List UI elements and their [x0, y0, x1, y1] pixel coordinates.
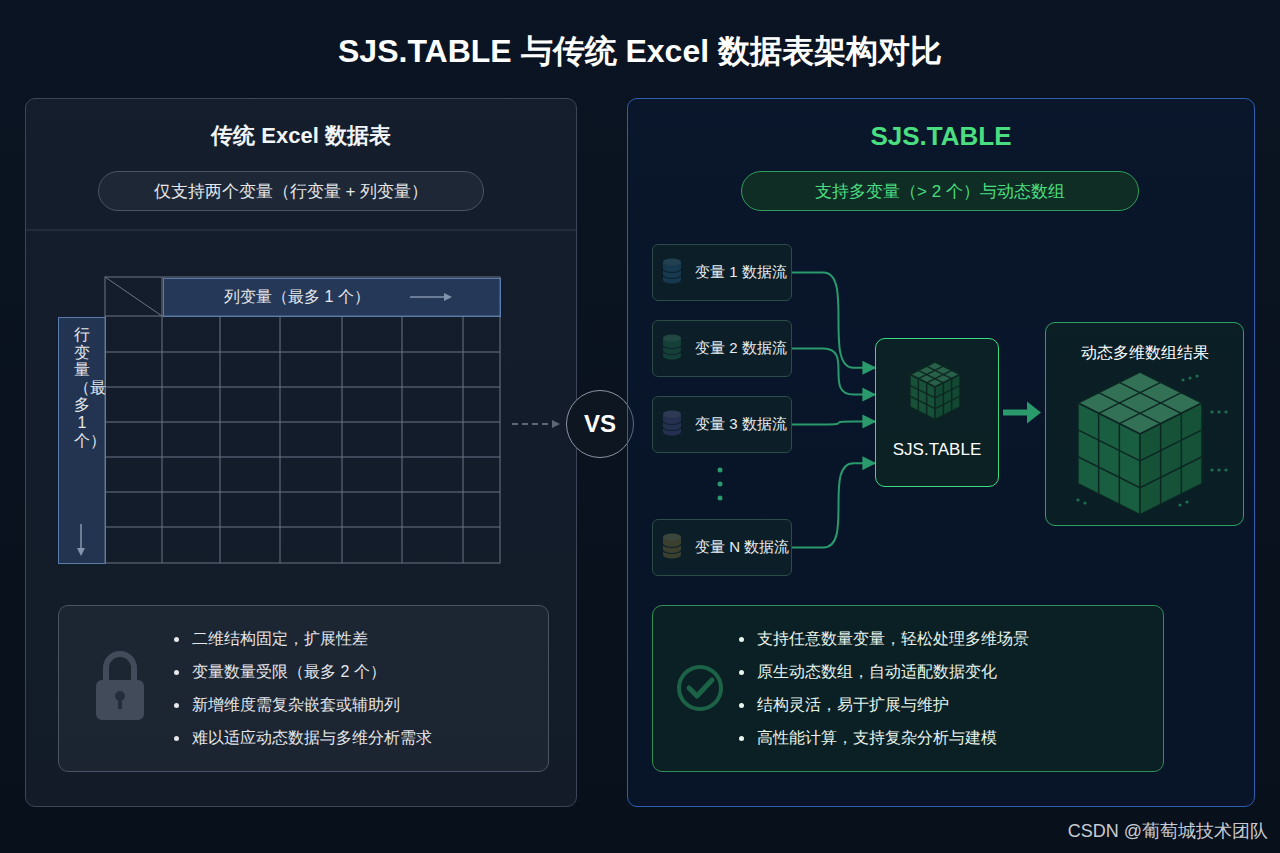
bullet-row: 新增维度需复杂嵌套或辅助列: [174, 689, 548, 722]
note-box: 二维结构固定，扩展性差变量数量受限（最多 2 个） 新增维度需复杂嵌套或辅助列难以…: [58, 605, 549, 772]
title: SJS.TABLE 与传统 Excel 数据表架构对比: [0, 30, 1280, 74]
bullet-row: 原生动态数组，自动适配数据变化: [739, 656, 1163, 689]
bullet-dot: [174, 703, 179, 708]
label-text: 变量 N 数据流: [695, 538, 789, 557]
bullet-row: 高性能计算，支持复杂分析与建模: [739, 722, 1163, 755]
label-text: 仅支持两个变量（行变量 + 列变量）: [154, 180, 428, 203]
column-header: 列变量（最多 1 个）: [163, 278, 501, 317]
data-stream-box: 变量 3 数据流: [652, 396, 792, 453]
panel-heading: 传统 Excel 数据表: [26, 121, 576, 151]
bullet-text: 高性能计算，支持复杂分析与建模: [757, 728, 997, 749]
watermark: CSDN @葡萄城技术团队: [1068, 819, 1268, 843]
label-text: 支持多变量（> 2 个）与动态数组: [815, 180, 1065, 203]
bullet-row: 变量数量受限（最多 2 个）: [174, 656, 548, 689]
subtitle-pill: 仅支持两个变量（行变量 + 列变量）: [98, 171, 484, 211]
engine-box: SJS.TABLE: [875, 338, 999, 487]
data-stream-box: 变量 2 数据流: [652, 320, 792, 377]
label-text: 变量 3 数据流: [695, 415, 787, 434]
bullet-dot: [174, 670, 179, 675]
bullet-text: 原生动态数组，自动适配数据变化: [757, 662, 997, 683]
data-stream-box: 变量 N 数据流: [652, 519, 792, 576]
bullet-dot: [739, 670, 744, 675]
bullet-dot: [739, 703, 744, 708]
bullet-row: 结构灵活，易于扩展与维护: [739, 689, 1163, 722]
bullet-text: 支持任意数量变量，轻松处理多维场景: [757, 629, 1029, 650]
bullet-text: 难以适应动态数据与多维分析需求: [192, 728, 432, 749]
bullet-text: 结构灵活，易于扩展与维护: [757, 695, 949, 716]
bullet-dot: [739, 736, 744, 741]
bullet-dot: [739, 637, 744, 642]
label-text: 动态多维数组结果: [1081, 343, 1209, 364]
bullet-dot: [174, 637, 179, 642]
label-text: 变量 2 数据流: [695, 339, 787, 358]
bullet-row: 难以适应动态数据与多维分析需求: [174, 722, 548, 755]
bullet-dot: [174, 736, 179, 741]
bullet-text: 变量数量受限（最多 2 个）: [192, 662, 386, 683]
vs-circle: VS: [566, 390, 634, 458]
bullet-text: 新增维度需复杂嵌套或辅助列: [192, 695, 400, 716]
label-text: 行变量（最多 1 个）: [74, 326, 90, 449]
panel: SJS.TABLE 支持多变量（> 2 个）与动态数组变量 1 数据流变量 2 数…: [627, 98, 1255, 807]
bullet-row: 二维结构固定，扩展性差: [174, 623, 548, 656]
label-text: SJS.TABLE: [893, 440, 982, 460]
label-text: VS: [584, 410, 616, 438]
panel: 传统 Excel 数据表仅支持两个变量（行变量 + 列变量） 列变量（最多 1 个…: [25, 98, 577, 807]
data-stream-box: 变量 1 数据流: [652, 244, 792, 301]
bullet-text: 二维结构固定，扩展性差: [192, 629, 368, 650]
note-box: 支持任意数量变量，轻松处理多维场景原生动态数组，自动适配数据变化结构灵活，易于扩…: [652, 605, 1164, 772]
subtitle-pill: 支持多变量（> 2 个）与动态数组: [741, 171, 1139, 211]
panel-heading: SJS.TABLE: [628, 121, 1254, 152]
label-text: 变量 1 数据流: [695, 263, 787, 282]
label-text: 列变量（最多 1 个）: [224, 287, 370, 308]
bullet-row: 支持任意数量变量，轻松处理多维场景: [739, 623, 1163, 656]
row-header: 行变量（最多 1 个）: [58, 317, 106, 564]
result-box: 动态多维数组结果: [1045, 322, 1244, 526]
